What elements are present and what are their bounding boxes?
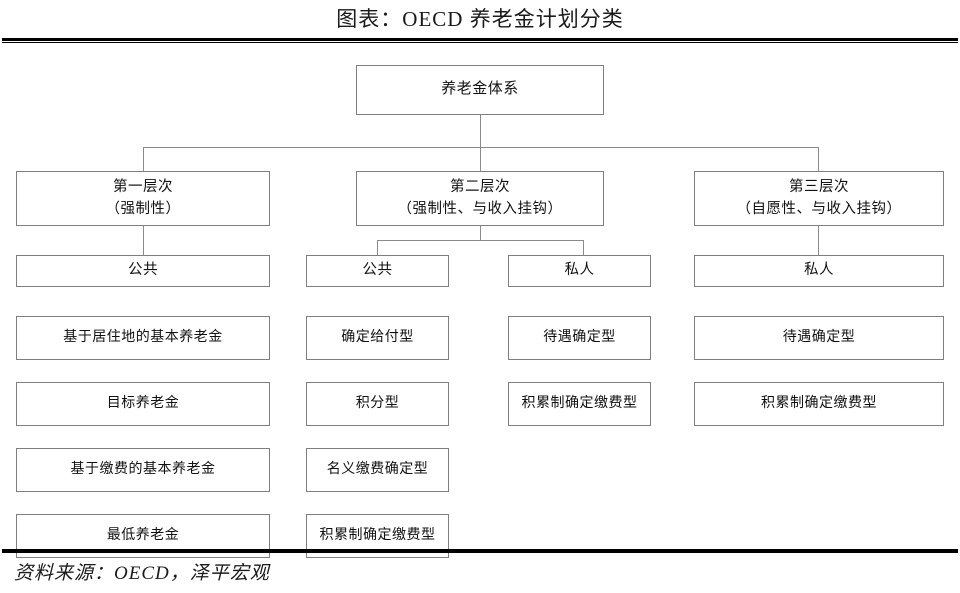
node-tier-3[interactable]: 第三层次 （自愿性、与收入挂钩） xyxy=(694,171,944,226)
node-tier-1[interactable]: 第一层次 （强制性） xyxy=(16,171,270,226)
node-col4-item-2[interactable]: 积累制确定缴费型 xyxy=(694,382,944,426)
chart-header: 图表：OECD 养老金计划分类 xyxy=(0,0,960,43)
node-col1-item-2[interactable]: 目标养老金 xyxy=(16,382,270,426)
node-col4-item-1[interactable]: 待遇确定型 xyxy=(694,316,944,360)
node-col2-item-1[interactable]: 确定给付型 xyxy=(306,316,449,360)
connector-tier2-down xyxy=(480,226,481,240)
node-kind-private-tier2[interactable]: 私人 xyxy=(508,255,651,287)
node-col3-item-1[interactable]: 待遇确定型 xyxy=(508,316,651,360)
page-title: 图表：OECD 养老金计划分类 xyxy=(336,7,624,31)
node-pension-system[interactable]: 养老金体系 xyxy=(356,65,604,115)
connector-root-down xyxy=(480,115,481,147)
footer-rule-thick xyxy=(2,550,958,553)
connector-tier3-to-private xyxy=(818,226,819,255)
connector-bus-to-tier-3 xyxy=(818,147,819,171)
node-kind-private-tier3[interactable]: 私人 xyxy=(694,255,944,287)
footer-rule-thin xyxy=(2,549,958,550)
node-kind-public-tier1[interactable]: 公共 xyxy=(16,255,270,287)
node-kind-public-tier2[interactable]: 公共 xyxy=(306,255,449,287)
connector-tier2-to-private xyxy=(583,240,584,255)
connector-tier2-split-bus xyxy=(377,240,583,241)
node-col2-item-3[interactable]: 名义缴费确定型 xyxy=(306,448,449,492)
connector-tier2-to-public xyxy=(377,240,378,255)
header-rule-thick xyxy=(2,38,958,41)
header-rule-thin xyxy=(2,42,958,43)
connector-bus-to-tier-2 xyxy=(480,147,481,171)
org-chart-canvas: 养老金体系 第一层次 （强制性） 第二层次 （强制性、与收入挂钩） 第三层次 （… xyxy=(0,43,960,558)
source-note: 资料来源：OECD，泽平宏观 xyxy=(14,563,270,584)
node-col1-item-3[interactable]: 基于缴费的基本养老金 xyxy=(16,448,270,492)
connector-bus-to-tier-1 xyxy=(143,147,144,171)
node-col3-item-2[interactable]: 积累制确定缴费型 xyxy=(508,382,651,426)
node-col2-item-2[interactable]: 积分型 xyxy=(306,382,449,426)
node-tier-2[interactable]: 第二层次 （强制性、与收入挂钩） xyxy=(356,171,604,226)
chart-footer: 资料来源：OECD，泽平宏观 xyxy=(0,548,960,593)
node-col1-item-1[interactable]: 基于居住地的基本养老金 xyxy=(16,316,270,360)
connector-tier1-to-public xyxy=(143,226,144,255)
